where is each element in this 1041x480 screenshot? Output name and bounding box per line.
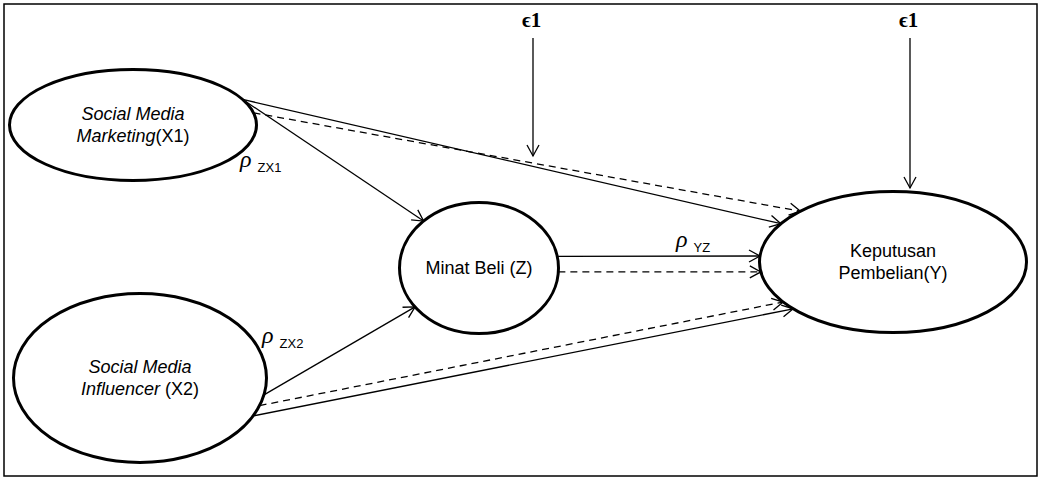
error-term: ϵ1 (522, 8, 541, 33)
variable-ellipse: Social Media Marketing(X1) (8, 68, 258, 182)
variable-name: Social Media Marketing(X1) (46, 103, 221, 148)
path-coefficient: ρ ZX1 (240, 146, 281, 175)
ellipse-outline (758, 190, 1028, 334)
outer-frame (4, 4, 1037, 476)
indirect-path-arrow (558, 271, 760, 272)
direct-path-arrow (243, 99, 781, 223)
variable-ellipse: Social Media Influencer (X2) (12, 292, 268, 464)
path-coefficient: ρ YZ (676, 226, 710, 255)
direct-path-arrow (264, 307, 415, 395)
error-arrow (909, 38, 910, 188)
path-coefficient: ρ ZX2 (262, 322, 303, 351)
error-term: ϵ1 (899, 8, 918, 33)
variable-ellipse: Keputusan Pembelian(Y) (758, 190, 1028, 334)
direct-path-arrow (243, 99, 424, 221)
variable-name: Minat Beli (Z) (425, 257, 532, 280)
variable-name: Keputusan Pembelian(Y) (826, 240, 961, 285)
direct-path-arrow (557, 255, 760, 257)
ellipse-outline (8, 68, 258, 182)
variable-ellipse: Minat Beli (Z) (398, 201, 560, 335)
ellipse-outline (12, 292, 268, 464)
variable-name: Social Media Influencer (X2) (78, 356, 203, 401)
error-arrow (532, 38, 533, 156)
direct-path-arrow (253, 309, 793, 416)
indirect-path-arrow (254, 113, 801, 211)
